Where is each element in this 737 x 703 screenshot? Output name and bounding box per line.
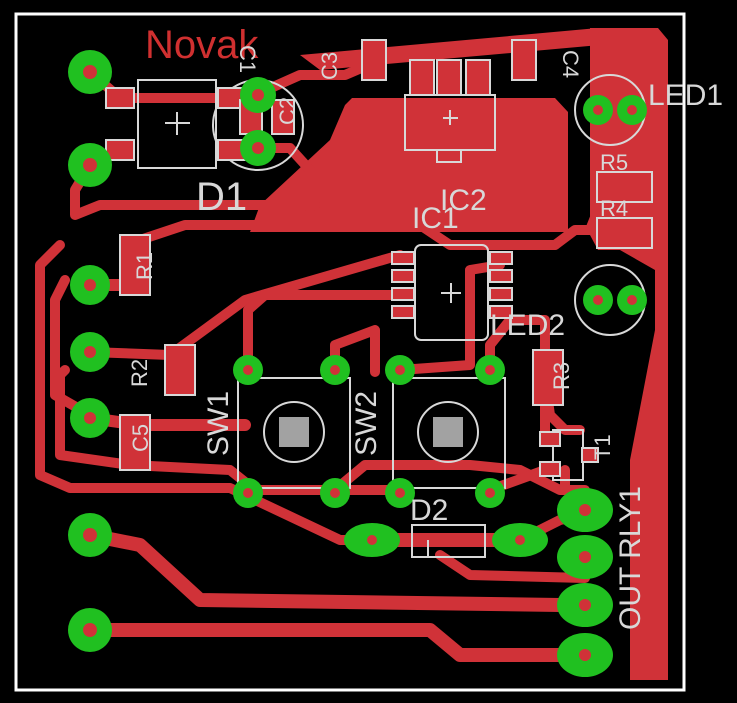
sw2-body	[392, 377, 506, 489]
label-sw1: SW1	[202, 391, 235, 456]
label-ic2: IC2	[440, 184, 487, 217]
label-rly1: OUT RLY1	[614, 486, 647, 630]
sw1-knob	[263, 401, 325, 463]
label-led2: LED2	[490, 309, 565, 342]
sw1-body	[237, 377, 351, 489]
label-ic1: IC1	[412, 202, 459, 235]
label-r5: R5	[600, 150, 628, 175]
label-r1: R1	[132, 252, 157, 280]
label-led1: LED1	[648, 79, 723, 112]
label-c2: C2	[275, 97, 300, 125]
d1-body	[137, 79, 217, 169]
label-t1: T1	[590, 434, 615, 460]
copper-pour-center	[250, 98, 568, 232]
label-c4: C4	[558, 50, 583, 78]
smd-pads	[105, 39, 653, 477]
sw2-knob	[417, 401, 479, 463]
through-hole-pads	[68, 50, 647, 677]
label-r2: R2	[127, 359, 152, 387]
label-c3: C3	[317, 52, 342, 80]
label-d2: D2	[410, 494, 448, 527]
board-outline	[14, 12, 686, 692]
d2-body	[411, 524, 486, 558]
silkscreen-marks	[165, 110, 463, 556]
brand-label: Novak	[145, 23, 259, 67]
label-r4: R4	[600, 196, 628, 221]
label-c5: C5	[128, 424, 153, 452]
label-c1: C1	[235, 45, 260, 73]
label-sw2: SW2	[350, 391, 383, 456]
label-d1: D1	[196, 175, 247, 219]
label-r3: R3	[549, 362, 574, 390]
